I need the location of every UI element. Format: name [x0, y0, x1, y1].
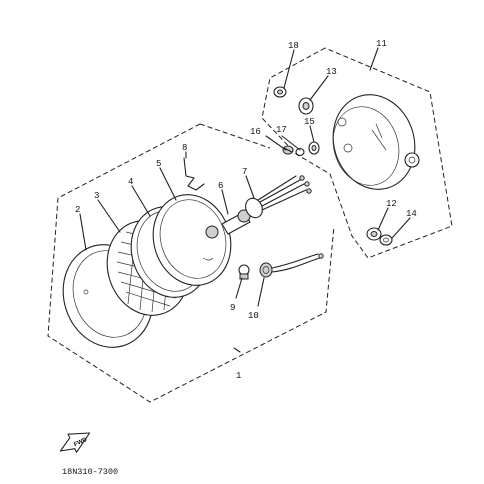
callout-14: 14	[406, 209, 417, 219]
callout-8: 8	[182, 143, 187, 153]
grommet-13-part	[298, 97, 314, 115]
callout-15: 15	[304, 117, 315, 127]
svg-text:FWD: FWD	[73, 437, 89, 448]
callout-9: 9	[230, 303, 235, 313]
mounting-ring-part	[152, 194, 232, 286]
diagram-code: 18N310-7300	[62, 467, 118, 477]
callout-10: 10	[248, 311, 259, 321]
spring-clip-part	[183, 157, 205, 191]
callout-11: 11	[376, 39, 387, 49]
callout-17: 17	[276, 125, 287, 135]
callout-7: 7	[242, 167, 247, 177]
grommet-15-part	[308, 141, 320, 155]
callout-16: 16	[250, 127, 261, 137]
grommet-18-part	[273, 86, 287, 98]
callout-18: 18	[288, 41, 299, 51]
callout-12: 12	[386, 199, 397, 209]
callout-4: 4	[128, 177, 133, 187]
assembly-1-outline	[47, 123, 335, 403]
callout-3: 3	[94, 191, 99, 201]
fwd-arrow-icon: FWD	[59, 432, 91, 453]
callout-6: 6	[218, 181, 223, 191]
callout-5: 5	[156, 159, 161, 169]
collar-12-part	[366, 227, 382, 241]
screw-16-part	[282, 145, 294, 155]
callout-1: 1	[236, 371, 241, 381]
callout-2: 2	[75, 205, 80, 215]
leader-lines	[79, 47, 411, 353]
headlight-body-part	[332, 94, 420, 190]
callout-13: 13	[326, 67, 337, 77]
bulb-socket-part	[221, 209, 251, 235]
washer-17-part	[295, 147, 305, 157]
assembly-11-outline	[261, 47, 453, 259]
assembly-1-outline-top	[199, 123, 271, 149]
socket-grommet-part	[245, 175, 312, 219]
washer-14-part	[379, 234, 393, 246]
pilot-socket-part	[259, 253, 324, 278]
pilot-bulb-part	[238, 264, 250, 280]
